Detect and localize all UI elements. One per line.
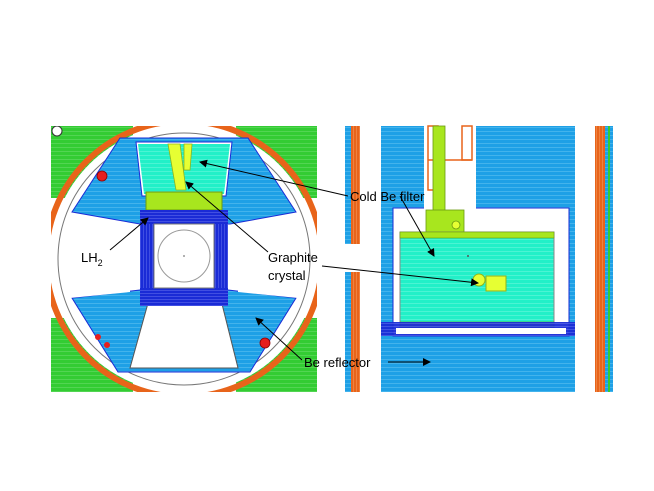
label-be-reflector: Be reflector <box>304 355 371 370</box>
label-lh2-main: LH <box>81 250 98 265</box>
graphite-crystal-right <box>183 143 193 171</box>
red-dot <box>95 334 101 340</box>
red-dot <box>259 337 271 349</box>
graphite-crystal-circle <box>472 273 486 287</box>
label-graphite-line2: crystal <box>268 268 306 283</box>
label-cold-be-filter: Cold Be filter <box>350 189 425 204</box>
graphite-crystal-block <box>485 275 507 292</box>
inner-vessel-outline <box>57 132 311 386</box>
annotations <box>109 159 479 366</box>
left-cross-section <box>51 126 317 392</box>
middle-strip <box>345 126 360 392</box>
label-graphite-line1: Graphite <box>268 250 318 265</box>
red-dot <box>104 342 110 348</box>
label-lh2-subscript: 2 <box>98 258 103 268</box>
graphite-crystal-left <box>167 143 187 191</box>
label-lh2: LH2 <box>81 250 103 268</box>
right-cross-section <box>381 125 613 392</box>
corner-marker <box>51 126 63 137</box>
filter-bar <box>145 191 223 211</box>
red-dot <box>96 170 108 182</box>
